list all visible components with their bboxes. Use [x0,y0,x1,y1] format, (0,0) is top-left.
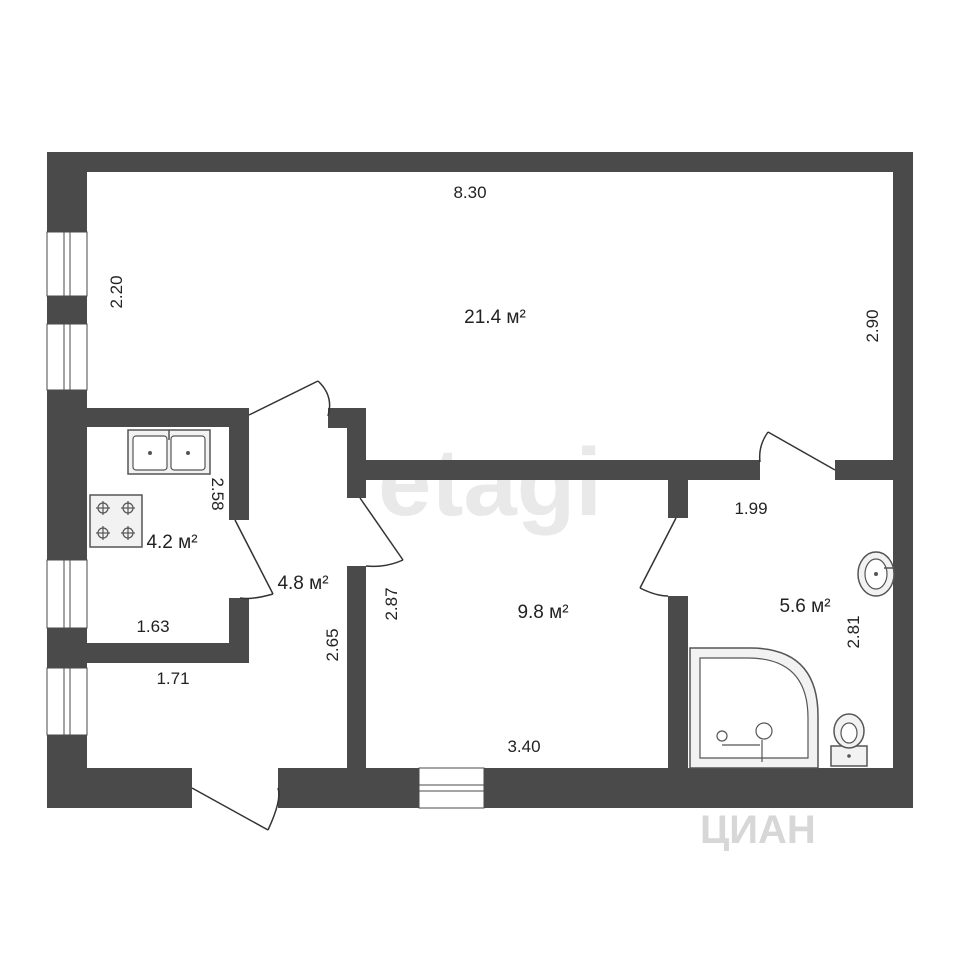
washbasin-icon [857,551,895,597]
bedroom-area-label: 9.8 м² [517,602,568,623]
bedroom-height-label: 2.87 [382,587,401,620]
window-bedroom [418,767,485,809]
bedroom-width-label: 3.40 [507,737,540,756]
wall-bedroom-bath-lower [668,596,688,768]
wall-left-1 [47,152,87,232]
living-width-label: 8.30 [453,183,486,202]
wall-hall-bedroom [347,566,366,768]
cian-logo-watermark: ЦИАН [678,784,816,852]
bathroom-height-label: 2.81 [844,615,863,648]
bathroom-area-label: 5.6 м² [779,596,830,617]
living-right-height-label: 2.90 [863,309,882,342]
door-bathroom [639,517,677,597]
window-kitchen [46,559,88,629]
door-living-right [758,431,836,471]
cian-watermark: ЦИАН [700,808,816,852]
wall-kitchen-top [87,408,249,427]
shower-tray-icon [689,647,819,769]
toilet-icon [830,713,868,767]
bathroom-width-label: 1.99 [734,499,767,518]
window-living-1 [46,231,88,297]
wall-bottom-1 [47,768,192,808]
kitchen-height-label: 2.58 [208,477,227,510]
window-living-2 [46,323,88,391]
windows [46,231,485,809]
kitchen-width-label: 1.63 [136,617,169,636]
wall-left-2 [47,296,87,324]
wall-bedroom-bath-upper [668,480,688,518]
wall-kitchen-right-upper [229,408,249,520]
door-living [248,380,331,417]
hall-width-label: 1.71 [156,669,189,688]
kitchen-area-label: 4.2 м² [146,532,197,553]
etagi-watermark: etagi [378,429,602,536]
door-kitchen [234,519,274,600]
window-hall [46,667,88,736]
living-area-label: 21.4 м² [464,307,526,328]
wall-living-bottom-right [835,460,893,480]
door-entrance [191,787,280,831]
wall-pier-vertical [347,408,366,498]
walls [47,152,913,808]
wall-left-4 [47,628,87,668]
wall-right [893,152,913,808]
hall-area-label: 4.8 м² [277,573,328,594]
wall-kitchen-bottom [87,643,249,663]
hall-height-label: 2.65 [323,628,342,661]
doors [191,380,836,831]
wall-living-bottom [366,460,760,480]
wall-top [47,152,913,172]
stove-icon [89,494,143,548]
wall-bottom-2 [278,768,419,808]
door-bedroom [359,497,404,568]
wall-left-3 [47,390,87,560]
wall-bottom-3 [484,768,913,808]
sink-icon [127,429,211,475]
living-left-height-label: 2.20 [107,275,126,308]
